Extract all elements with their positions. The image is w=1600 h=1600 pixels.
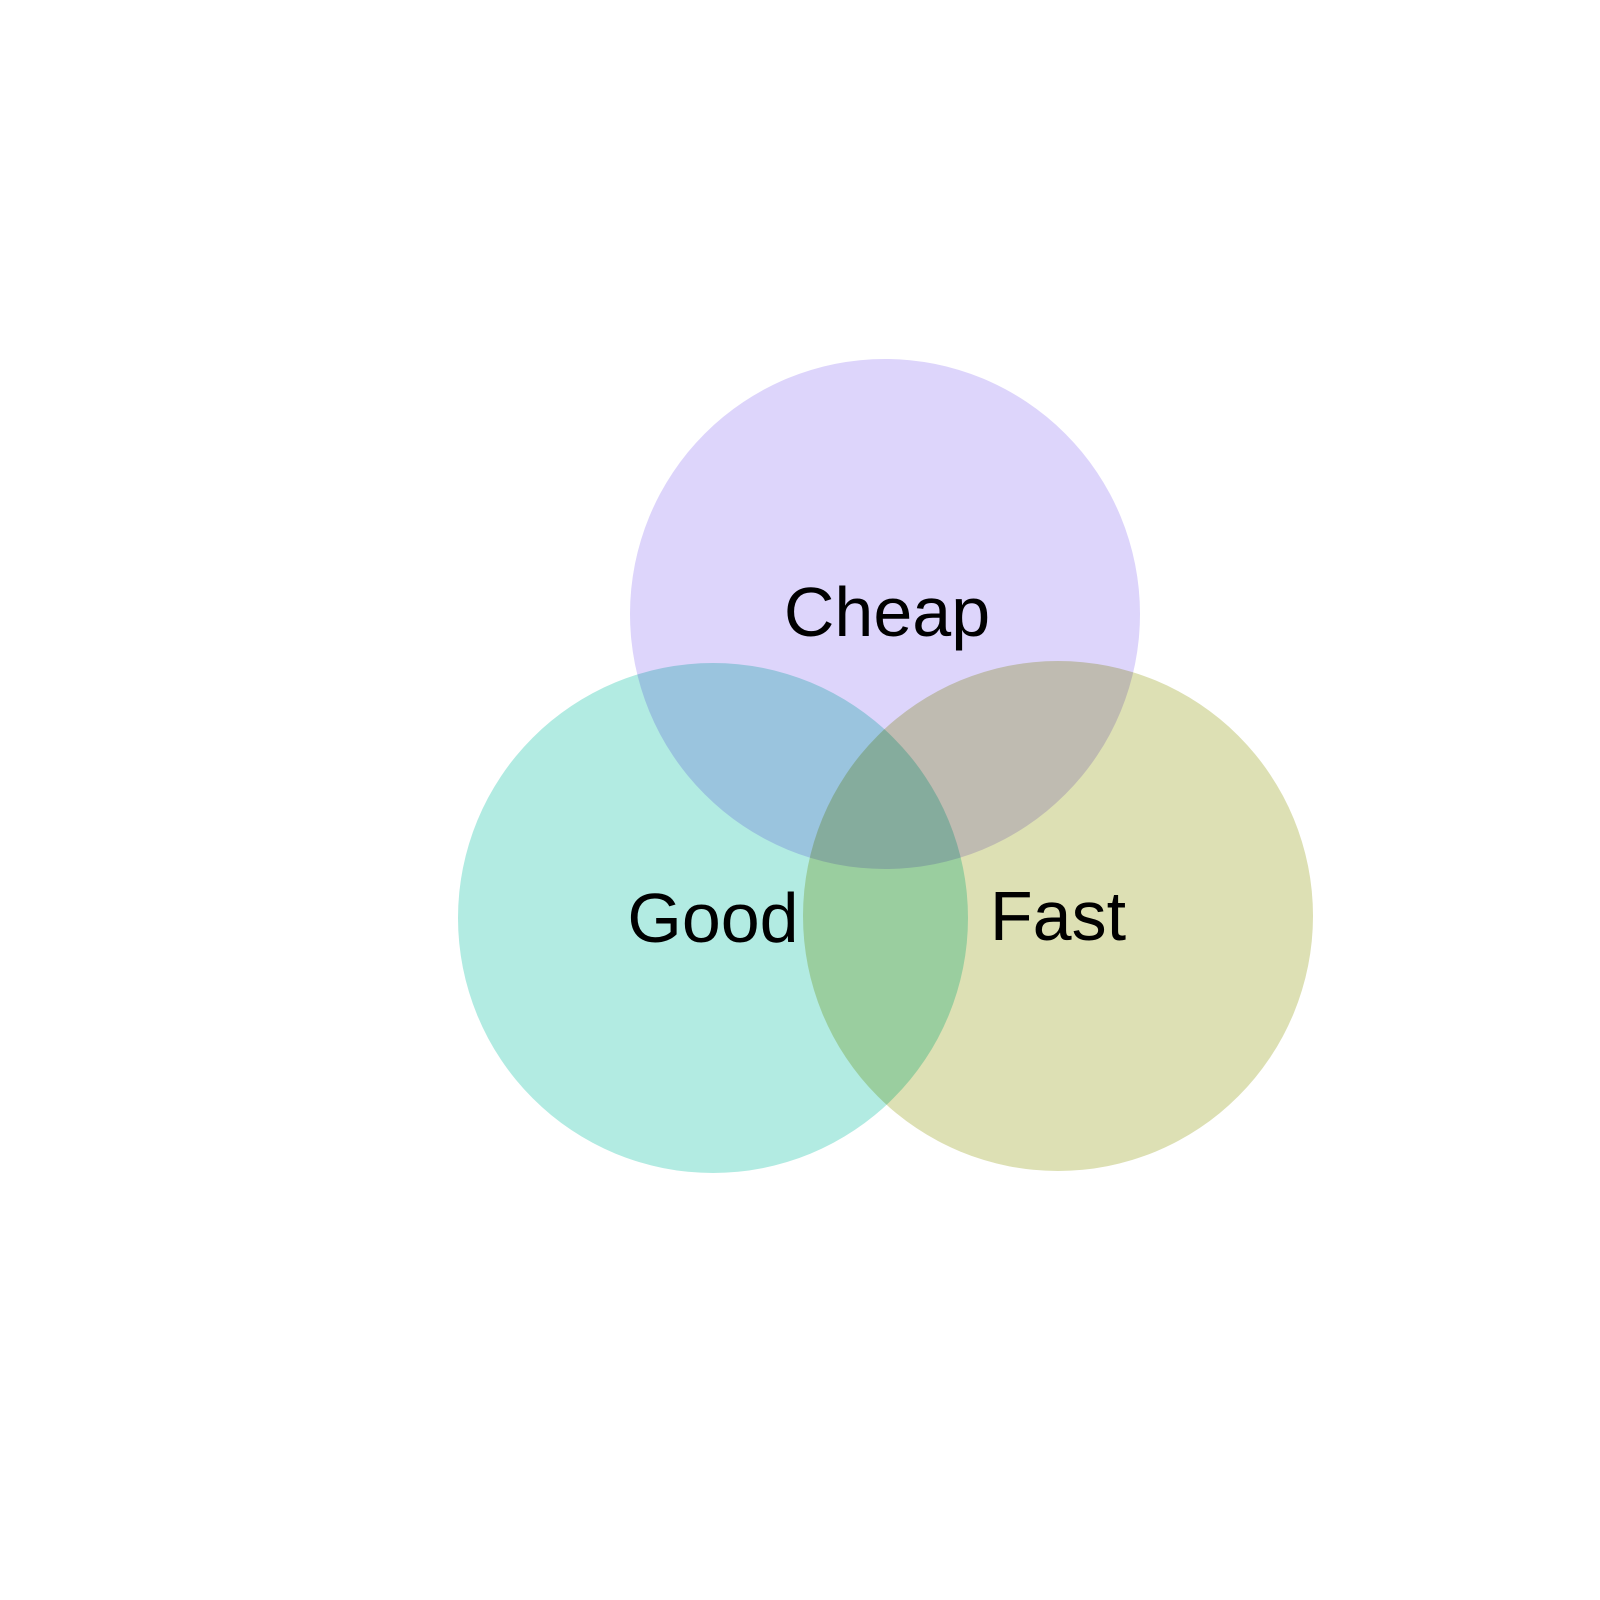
venn-circle-fast (803, 661, 1313, 1171)
venn-label-fast: Fast (990, 877, 1126, 955)
venn-label-cheap: Cheap (784, 573, 990, 651)
venn-labels: Cheap Good Fast (627, 573, 1126, 957)
venn-label-good: Good (627, 879, 798, 957)
venn-circles (458, 359, 1313, 1173)
